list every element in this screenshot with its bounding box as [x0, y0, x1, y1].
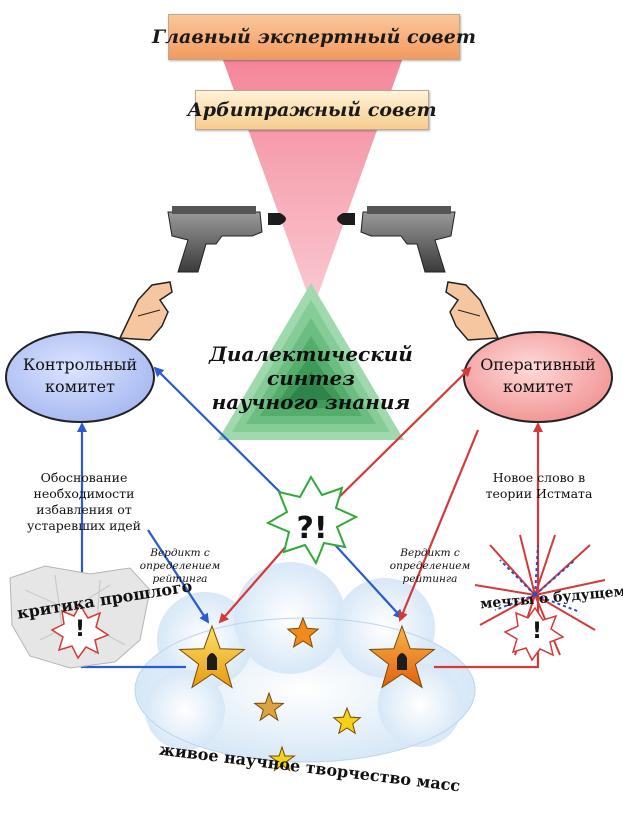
left-text-line3: избавления от	[36, 502, 132, 517]
dialectical-synthesis-label: Диалектический синтез научного знания	[208, 342, 414, 414]
firework-icon	[474, 534, 606, 662]
verdict-right-line1: Вердикт с	[400, 547, 460, 559]
synthesis-line1: Диалектический	[209, 342, 413, 366]
question-exclaim-label: ?!	[296, 511, 328, 546]
bullet-icon-right	[337, 213, 355, 225]
exclaim-left-label: !	[74, 617, 86, 642]
right-text-line2: теории Истмата	[485, 486, 593, 501]
control-committee-line2: комитет	[45, 377, 115, 396]
pistol-icon-left	[167, 206, 263, 273]
operative-committee-line1: Оперативный	[480, 355, 596, 374]
left-text-line4: устаревших идей	[27, 518, 141, 533]
star-bullet-icon	[207, 653, 217, 670]
justification-text: Обоснование необходимости избавления от …	[22, 470, 146, 534]
verdict-left-line3: рейтинга	[152, 573, 208, 585]
verdict-left-line1: Вердикт с	[150, 547, 210, 559]
operative-committee-line2: комитет	[503, 377, 573, 396]
arbitration-council-box: Арбитражный совет	[187, 90, 437, 130]
burst-shape	[265, 475, 359, 566]
left-text-line2: необходимости	[33, 486, 135, 501]
left-text-line1: Обоснование	[40, 470, 128, 485]
star-bullet-icon	[397, 653, 407, 670]
control-committee-label: Контрольный комитет	[12, 354, 148, 398]
verdict-right-label: Вердикт с определением рейтинга	[388, 547, 472, 586]
right-text-line1: Новое слово в	[492, 470, 586, 485]
bullet-icon-left	[268, 213, 286, 225]
main-expert-council-box: Главный экспертный совет	[152, 14, 476, 60]
small-star-icon	[253, 691, 285, 722]
verdict-left-line2: определением	[139, 560, 221, 572]
crumpled-paper-icon	[9, 565, 151, 669]
synthesis-line3: научного знания	[211, 390, 411, 414]
small-star-icon	[286, 616, 320, 648]
pointing-hand-icon-left	[118, 281, 173, 341]
pointing-hand-icon-right	[445, 281, 500, 341]
pistol-icon-right	[360, 206, 456, 273]
synthesis-line2: синтез	[267, 366, 355, 390]
pyramid-shape	[218, 283, 404, 440]
verdict-left-label: Вердикт с определением рейтинга	[138, 547, 222, 586]
blue-arrows	[77, 366, 404, 669]
new-word-text: Новое слово в теории Истмата	[476, 470, 602, 502]
operative-committee-label: Оперативный комитет	[468, 354, 608, 398]
verdict-right-line2: определением	[389, 560, 471, 572]
small-star-icon	[332, 706, 362, 735]
small-star-icon	[268, 745, 296, 772]
funnel-shape	[215, 38, 410, 295]
exclaim-right-label: !	[531, 619, 543, 644]
verdict-right-line3: рейтинга	[402, 573, 458, 585]
control-committee-line1: Контрольный	[22, 355, 138, 374]
stars-layer	[178, 616, 436, 772]
red-arrows	[218, 366, 543, 669]
